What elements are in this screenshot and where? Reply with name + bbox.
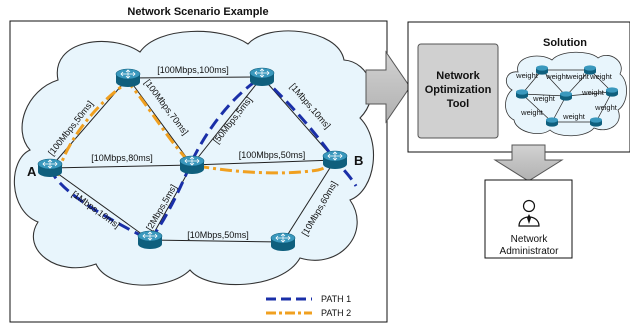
admin-person-icon: [518, 199, 540, 227]
solution-router: [516, 89, 528, 99]
router-node: [249, 67, 275, 87]
optimization-tool-box: [417, 43, 499, 139]
arrow-to-tool: [365, 50, 411, 124]
link-label-c-b: [100Mbps,50ms]: [239, 150, 306, 160]
router-node-a: [37, 158, 63, 178]
router-node: [137, 230, 163, 250]
solution-title: Solution: [543, 37, 587, 49]
admin-label-line2: Administrator: [500, 246, 560, 257]
solution-router: [560, 91, 572, 101]
link-r2-c: [191, 76, 263, 166]
node-label-a: A: [27, 164, 37, 179]
link-a-r4: [49, 167, 151, 241]
solution-router: [590, 117, 602, 127]
tool-label-line3: Tool: [447, 98, 469, 110]
weight-label: weight: [515, 71, 539, 80]
tool-label-line1: Network: [436, 70, 480, 82]
weight-label: weight: [545, 72, 569, 81]
router-node-b: [322, 150, 348, 170]
link-c-b: [191, 159, 336, 166]
link-r5-b: [282, 159, 336, 243]
weight-label: weight: [520, 108, 544, 117]
link-r1-r2: [127, 76, 263, 79]
tool-label-line2: Optimization: [425, 84, 492, 96]
solution-router: [546, 117, 558, 127]
solution-router: [606, 87, 618, 97]
link-label-r1-r2: [100Mbps,100ms]: [157, 65, 229, 75]
weight-label: weight: [562, 112, 586, 121]
link-label-r4-r5: [10Mbps,50ms]: [187, 230, 249, 240]
weight-label: weight: [589, 72, 613, 81]
path-2-line: [56, 80, 338, 177]
router-node: [115, 68, 141, 88]
router-node: [270, 232, 296, 252]
weight-label: weight: [581, 88, 605, 97]
legend-path-1-label: PATH 1: [321, 294, 351, 304]
scenario-title: Network Scenario Example: [127, 6, 268, 18]
link-label-a-c: [10Mbps,80ms]: [91, 153, 153, 163]
weight-label: weight: [532, 94, 556, 103]
legend-path-2-label: PATH 2: [321, 308, 351, 318]
weight-label: weight: [594, 103, 618, 112]
router-node: [179, 155, 205, 175]
admin-label-line1: Network: [511, 234, 549, 245]
link-r1-c: [127, 77, 193, 166]
arrow-to-admin: [493, 144, 564, 182]
node-label-b: B: [354, 153, 363, 168]
weight-label: weight: [566, 72, 590, 81]
link-r4-r5: [149, 239, 284, 243]
link-r4-c: [149, 164, 193, 241]
link-a-c: [49, 164, 193, 169]
